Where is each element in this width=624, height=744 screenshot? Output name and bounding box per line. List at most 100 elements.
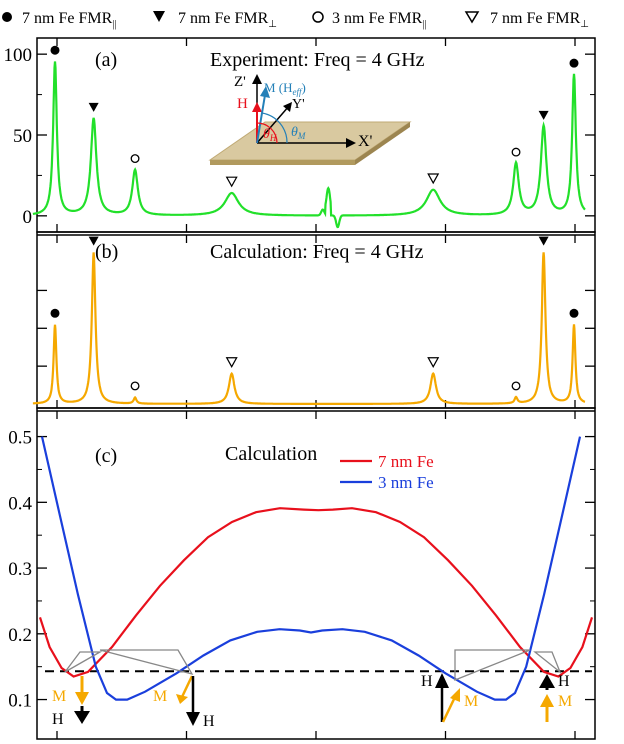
y-tick-label: 0.3 — [8, 559, 32, 580]
x-axis-label: X' — [358, 133, 373, 150]
arrow-group-1: M H — [52, 676, 90, 728]
m-arrowhead — [75, 692, 89, 705]
m-arrowhead — [540, 694, 554, 707]
m-vector — [256, 94, 266, 144]
peak-marker — [511, 381, 521, 391]
y-tick-label: 0 — [23, 207, 33, 228]
panel-b-markers — [50, 236, 579, 391]
legend-text-3nm: 3 nm Fe — [378, 473, 434, 492]
y-tick-label: 50 — [13, 126, 32, 147]
y-tick-label: 0.1 — [8, 691, 32, 712]
theta-m-label: θM — [291, 125, 306, 141]
h-arrowhead — [186, 712, 200, 726]
callout-wedge — [533, 651, 562, 675]
arrow-group-2: M H — [153, 675, 215, 730]
panel-c: (c) Calculation 7 nm Fe 3 nm Fe 0.10.20.… — [8, 428, 595, 730]
h-vector-arrowhead — [252, 102, 262, 112]
panel-a-label: (a) — [95, 49, 117, 71]
panel-a-title: Experiment: Freq = 4 GHz — [210, 49, 425, 71]
panel-c-title: Calculation — [225, 443, 317, 465]
legend-marker-filled-circle — [2, 12, 12, 22]
h-label: H — [237, 96, 248, 112]
peak-marker — [130, 381, 140, 391]
panel-b: (b) Calculation: Freq = 4 GHz — [32, 236, 595, 405]
y-axis-label: Y' — [292, 97, 305, 112]
film-edge-side — [355, 122, 410, 165]
h-label: H — [421, 673, 433, 690]
m-arrow — [180, 675, 194, 698]
legend-entry-4: 7 nm Fe FMR⊥ — [490, 10, 589, 30]
panel-a-curve — [32, 61, 586, 229]
m-arrow — [441, 696, 457, 723]
m-label: M — [558, 693, 572, 710]
m-label: M — [52, 688, 66, 705]
peak-marker — [538, 110, 549, 120]
m-label: M (Heff) — [264, 80, 306, 97]
peak-marker — [88, 236, 99, 246]
panel-c-label: (c) — [95, 445, 117, 467]
h-label: H — [52, 711, 64, 728]
m-label: M — [153, 688, 167, 705]
z-axis-label: Z' — [234, 74, 246, 90]
h-arrowhead — [74, 711, 90, 724]
m-arrowhead — [450, 688, 460, 702]
y-axis — [256, 105, 290, 144]
y-tick-label: 100 — [4, 45, 33, 66]
film-top — [208, 121, 412, 161]
theta-h-arc — [256, 122, 278, 144]
panel-a-y-ticks: 0 50 100 — [4, 45, 595, 228]
legend: 7 nm Fe FMR|| 7 nm Fe FMR⊥ 3 nm Fe FMR||… — [2, 10, 589, 30]
m-arrowhead — [176, 694, 188, 704]
legend-marker-open-triangle — [464, 11, 480, 24]
h-arrowhead — [435, 673, 449, 688]
z-axis-arrowhead — [252, 74, 262, 84]
peak-marker — [50, 45, 60, 55]
peak-marker — [88, 102, 99, 112]
inset-geometry: Z' H M (Heff) Y' X' θH θM — [208, 74, 412, 165]
panel-b-y-ticks — [37, 289, 595, 367]
callout-wedge — [99, 649, 194, 676]
series-3nm-line — [40, 436, 582, 701]
panel-a: (a) Experiment: Freq = 4 GHz 0 50 100 — [4, 45, 595, 229]
peak-marker — [569, 308, 579, 318]
callout-wedge — [64, 651, 103, 673]
peak-marker — [427, 173, 440, 185]
panel-b-label: (b) — [95, 241, 118, 263]
peak-marker — [225, 357, 238, 368]
y-tick-label: 0.5 — [8, 428, 32, 449]
peak-marker — [511, 147, 521, 157]
panel-b-curve — [32, 252, 586, 405]
legend-marker-open-circle — [312, 11, 324, 23]
arrow-group-3: H M — [421, 673, 478, 723]
peak-marker — [427, 357, 440, 368]
callout-wedge — [454, 649, 531, 681]
legend-text-7nm: 7 nm Fe — [378, 452, 434, 471]
series-7nm-line — [38, 507, 594, 678]
peak-marker — [130, 154, 140, 164]
legend-marker-filled-triangle — [153, 11, 165, 22]
peak-marker — [569, 58, 579, 68]
panel-b-title: Calculation: Freq = 4 GHz — [210, 241, 424, 263]
peak-marker — [50, 308, 60, 318]
panel-c-y-ticks: 0.1 0.2 0.3 0.4 0.5 — [8, 428, 595, 712]
peak-marker — [538, 236, 549, 246]
film-edge-front — [210, 160, 355, 165]
x-axis-arrowhead — [346, 138, 356, 148]
legend-entry-2: 7 nm Fe FMR⊥ — [178, 10, 277, 30]
y-tick-label: 0.4 — [8, 493, 32, 514]
y-axis-arrowhead — [283, 102, 292, 112]
arrow-group-4: H M — [539, 673, 572, 722]
m-vector-arrowhead — [260, 86, 270, 98]
legend-entry-3: 3 nm Fe FMR|| — [332, 10, 426, 30]
panel-a-markers — [50, 45, 579, 188]
y-tick-label: 0.2 — [8, 625, 32, 646]
h-arrowhead — [539, 674, 555, 688]
legend-entry-1: 7 nm Fe FMR|| — [22, 10, 116, 30]
h-label: H — [558, 673, 570, 690]
theta-m-arc — [261, 112, 288, 144]
m-label: M — [464, 693, 478, 710]
h-label: H — [203, 713, 215, 730]
theta-h-label: θH — [263, 127, 277, 143]
peak-marker — [225, 176, 238, 188]
